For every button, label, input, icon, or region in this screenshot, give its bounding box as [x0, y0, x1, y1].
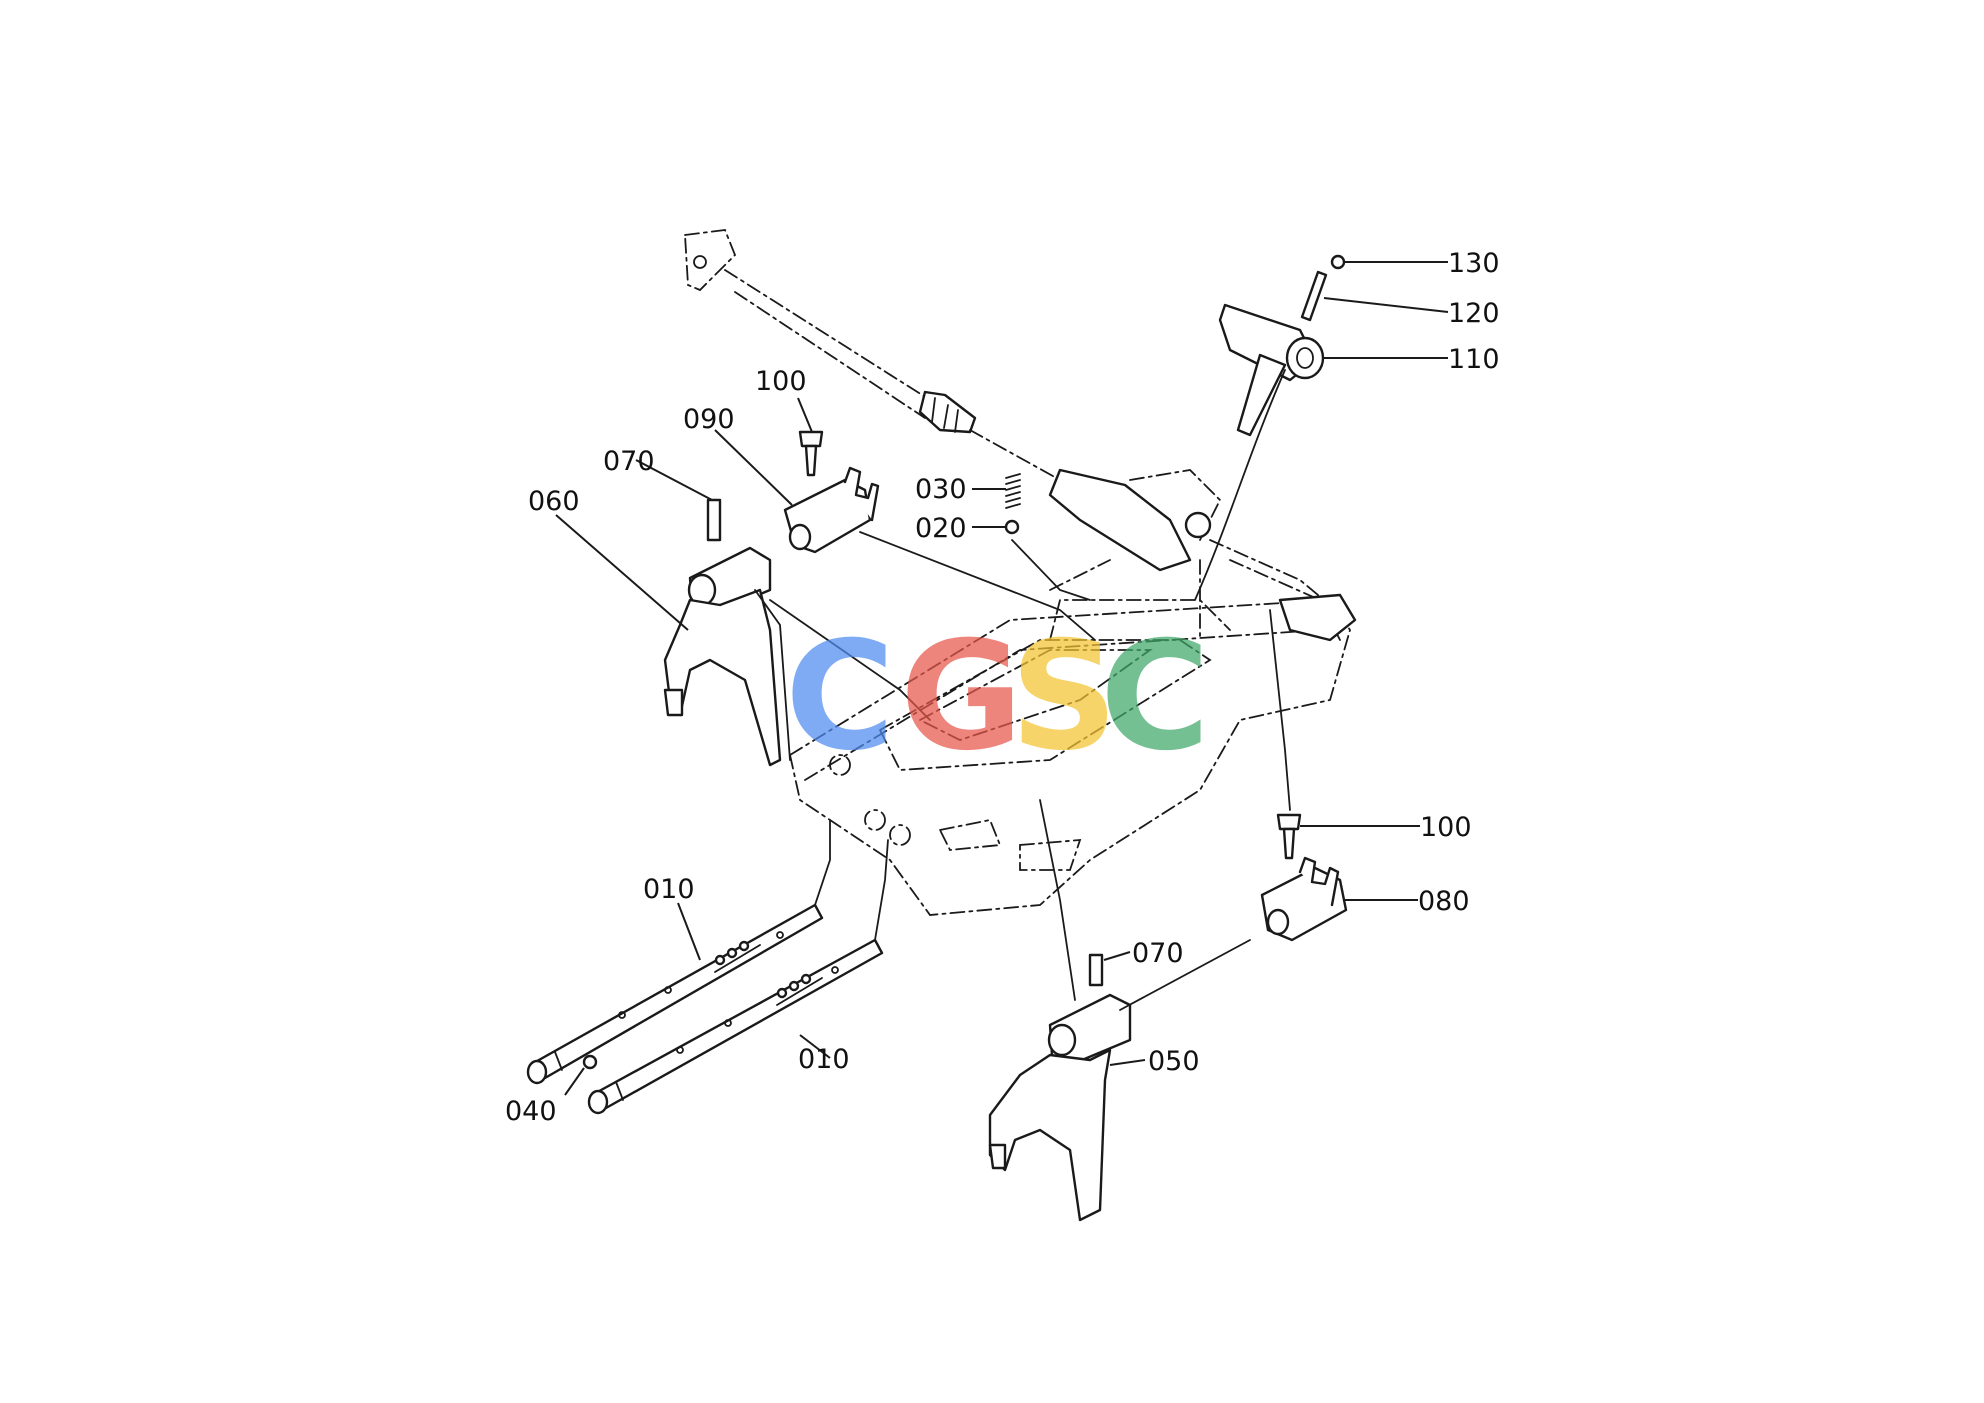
callout-010-upper: 010: [643, 874, 695, 905]
callout-100-upper: 100: [755, 366, 807, 397]
ball-020: [1004, 519, 1091, 601]
shifter-block-090: [783, 466, 1096, 641]
callout-100-lower: 100: [1420, 812, 1472, 843]
watermark: C G S C: [785, 610, 1210, 784]
callout-120: 120: [1448, 298, 1500, 329]
callout-040: 040: [505, 1096, 557, 1127]
watermark-letter-c: C: [785, 610, 895, 784]
callout-010-lower: 010: [798, 1044, 850, 1075]
callout-110: 110: [1448, 344, 1500, 375]
shift-rod-010-lower: [587, 839, 889, 1115]
shift-rod-long: [684, 229, 1357, 642]
ball-040: [582, 1054, 598, 1070]
callout-030: 030: [915, 474, 967, 505]
callout-060: 060: [528, 486, 580, 517]
bolt-100-lower: [1276, 813, 1302, 860]
pin-130: [1330, 254, 1346, 270]
spring-030: [1005, 473, 1021, 509]
watermark-letter-g: G: [900, 610, 1023, 784]
leader-lines: [555, 261, 1449, 1096]
watermark-letter-c2: C: [1100, 610, 1210, 784]
spring-pin-120: [1300, 270, 1328, 322]
spring-pin-070-lower: [1088, 953, 1104, 987]
bolt-100-upper: [798, 430, 824, 477]
callout-labels: 130 120 110 100 090 070 060 030 020 100 …: [505, 248, 1500, 1127]
lever-arm-110: [1194, 303, 1325, 601]
shift-fork-050: [988, 799, 1251, 1222]
callout-090: 090: [683, 404, 735, 435]
watermark-letter-s: S: [1010, 610, 1118, 784]
callout-070-lower: 070: [1132, 938, 1184, 969]
spring-pin-070-upper: [706, 498, 722, 542]
shift-rod-010-upper: [526, 819, 831, 1085]
shifter-block-080: [1260, 609, 1348, 942]
callout-130: 130: [1448, 248, 1500, 279]
shift-fork-060: [663, 546, 931, 767]
callout-050: 050: [1148, 1046, 1200, 1077]
callout-020: 020: [915, 513, 967, 544]
callout-070-upper: 070: [603, 446, 655, 477]
callout-080: 080: [1418, 886, 1470, 917]
